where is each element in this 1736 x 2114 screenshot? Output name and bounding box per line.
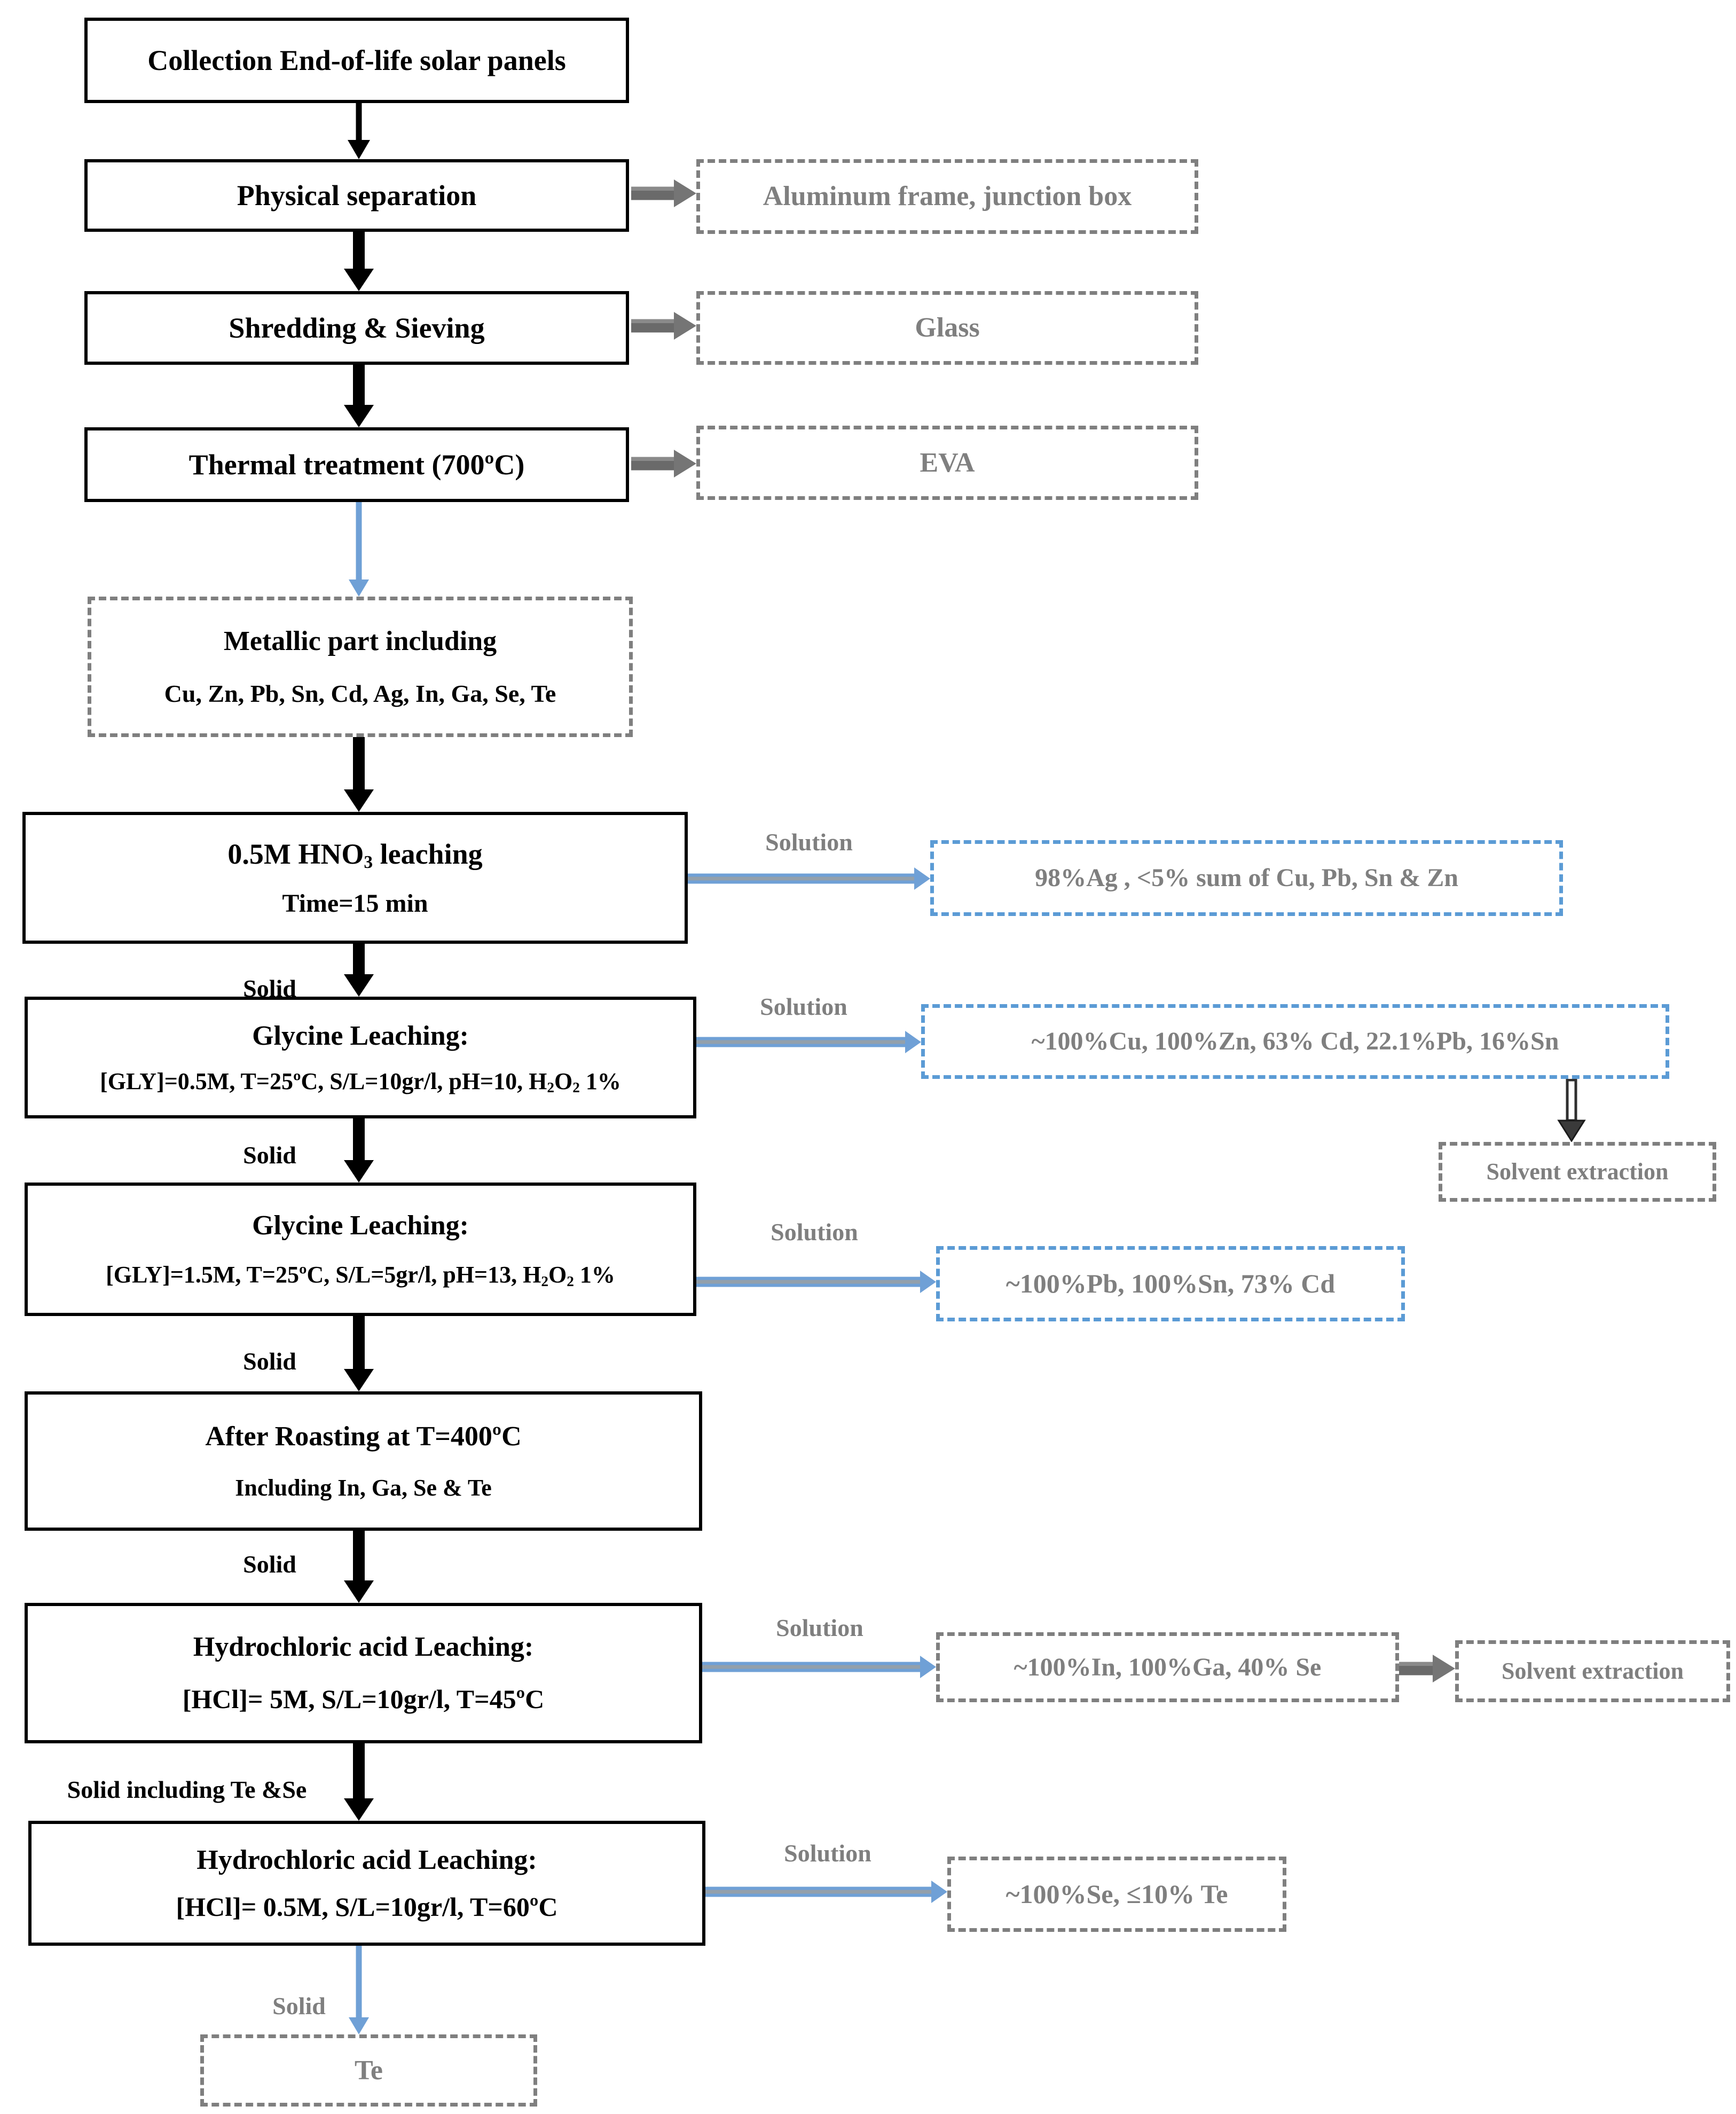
- output-box-aluminum-frame: Aluminum frame, junction box: [696, 159, 1198, 234]
- glycine1-conditions: [GLY]=0.5M, T=25ºC, S/L=10gr/l, pH=10, H…: [100, 1068, 621, 1096]
- hno3-title: 0.5M HNO3 leaching: [227, 837, 483, 873]
- arrow-copper-to-solvent-extraction: [1554, 1079, 1589, 1142]
- roasting-line1: After Roasting at T=400ºC: [205, 1421, 522, 1452]
- solvent-extraction-2-text: Solvent extraction: [1502, 1657, 1684, 1684]
- arrow-shredding-to-glass: [631, 312, 696, 340]
- arrow-glycine2-solution: [696, 1271, 936, 1293]
- arrow-thermal-to-eva: [631, 450, 696, 477]
- output-box-copper-solution: ~100%Cu, 100%Zn, 63% Cd, 22.1%Pb, 16%Sn: [921, 1004, 1669, 1079]
- output-box-indium-solution: ~100%In, 100%Ga, 40% Se: [936, 1632, 1399, 1702]
- label-solid-final: Solid: [272, 1992, 326, 2019]
- arrow-hno3-solution: [688, 867, 930, 890]
- output-box-lead-solution: ~100%Pb, 100%Sn, 73% Cd: [936, 1246, 1405, 1321]
- output-box-selenium-solution: ~100%Se, ≤10% Te: [947, 1857, 1286, 1932]
- output-box-eva: EVA: [696, 426, 1198, 500]
- box-glycine-leaching-1: Glycine Leaching: [GLY]=0.5M, T=25ºC, S/…: [25, 997, 696, 1118]
- box-hno3-leaching: 0.5M HNO3 leaching Time=15 min: [22, 812, 688, 944]
- metallic-line1: Metallic part including: [223, 626, 497, 657]
- arrow-hcl2-solution: [705, 1881, 947, 1903]
- eva-text: EVA: [920, 447, 975, 478]
- glycine2-conditions: [GLY]=1.5M, T=25ºC, S/L=5gr/l, pH=13, H2…: [106, 1262, 615, 1290]
- arrow-hno3-to-glycine1-solid: [343, 944, 375, 997]
- label-solid-1: Solid: [243, 974, 296, 1002]
- hcl1-conditions: [HCl]= 5M, S/L=10gr/l, T=45ºC: [182, 1684, 545, 1714]
- arrow-thermal-to-metallic: [343, 502, 375, 597]
- output-box-glass: Glass: [696, 291, 1198, 365]
- label-solid-3: Solid: [243, 1347, 296, 1375]
- box-shredding-sieving: Shredding & Sieving: [84, 291, 629, 365]
- box-collection-title: Collection End-of-life solar panels: [147, 44, 566, 76]
- box-shredding-title: Shredding & Sieving: [229, 311, 485, 344]
- lead-text: ~100%Pb, 100%Sn, 73% Cd: [1006, 1268, 1336, 1298]
- output-box-tellurium: Te: [200, 2034, 537, 2107]
- arrow-indium-to-solvent-extraction: [1399, 1655, 1455, 1682]
- arrow-physical-to-aluminum: [631, 179, 696, 207]
- arrow-glycine1-solution: [696, 1031, 921, 1053]
- label-solid-including-te-se: Solid including Te &Se: [67, 1775, 307, 1803]
- label-solution-1: Solution: [765, 828, 853, 856]
- label-solution-4: Solution: [776, 1614, 863, 1641]
- solvent-extraction-1-text: Solvent extraction: [1486, 1158, 1669, 1185]
- box-hcl-leaching-2: Hydrochloric acid Leaching: [HCl]= 0.5M,…: [28, 1821, 705, 1946]
- arrow-metallic-to-hno3: [343, 737, 375, 812]
- box-roasting: After Roasting at T=400ºC Including In, …: [25, 1391, 702, 1531]
- box-physical-title: Physical separation: [237, 179, 477, 212]
- box-thermal-treatment: Thermal treatment (700ºC): [84, 427, 629, 502]
- arrow-roasting-to-hcl1-solid: [343, 1531, 375, 1603]
- hcl2-conditions: [HCl]= 0.5M, S/L=10gr/l, T=60ºC: [176, 1891, 558, 1922]
- tellurium-text: Te: [355, 2055, 383, 2086]
- selenium-text: ~100%Se, ≤10% Te: [1006, 1878, 1228, 1909]
- arrow-hcl1-to-hcl2-solid: [343, 1743, 375, 1821]
- box-physical-separation: Physical separation: [84, 159, 629, 232]
- glycine2-title: Glycine Leaching:: [252, 1210, 469, 1241]
- box-collection: Collection End-of-life solar panels: [84, 18, 629, 103]
- label-solution-3: Solution: [771, 1218, 858, 1246]
- silver-text: 98%Ag , <5% sum of Cu, Pb, Sn & Zn: [1035, 864, 1458, 892]
- roasting-line2: Including In, Ga, Se & Te: [235, 1474, 492, 1501]
- box-metallic-part: Metallic part including Cu, Zn, Pb, Sn, …: [88, 597, 633, 737]
- hcl2-title: Hydrochloric acid Leaching:: [197, 1844, 537, 1875]
- label-solution-5: Solution: [784, 1839, 871, 1867]
- label-solution-2: Solution: [760, 992, 847, 1020]
- label-solid-2: Solid: [243, 1141, 296, 1169]
- glycine1-title: Glycine Leaching:: [252, 1020, 469, 1051]
- hcl1-title: Hydrochloric acid Leaching:: [193, 1632, 534, 1663]
- arrow-hcl1-solution: [702, 1656, 936, 1678]
- box-solvent-extraction-2: Solvent extraction: [1455, 1640, 1730, 1702]
- hno3-time: Time=15 min: [282, 889, 428, 918]
- arrow-shredding-to-thermal: [343, 365, 375, 427]
- copper-text: ~100%Cu, 100%Zn, 63% Cd, 22.1%Pb, 16%Sn: [1031, 1027, 1559, 1056]
- arrow-hcl2-to-tellurium-solid: [343, 1946, 375, 2034]
- metallic-line2: Cu, Zn, Pb, Sn, Cd, Ag, In, Ga, Se, Te: [164, 679, 556, 707]
- arrow-collection-to-physical: [343, 103, 375, 159]
- box-thermal-title: Thermal treatment (700ºC): [188, 448, 525, 481]
- box-solvent-extraction-1: Solvent extraction: [1439, 1142, 1716, 1202]
- glass-text: Glass: [915, 312, 980, 343]
- indium-text: ~100%In, 100%Ga, 40% Se: [1014, 1653, 1322, 1681]
- output-box-silver-solution: 98%Ag , <5% sum of Cu, Pb, Sn & Zn: [930, 840, 1563, 916]
- box-glycine-leaching-2: Glycine Leaching: [GLY]=1.5M, T=25ºC, S/…: [25, 1183, 696, 1316]
- arrow-physical-to-shredding: [343, 232, 375, 291]
- arrow-glycine1-to-glycine2-solid: [343, 1118, 375, 1183]
- box-hcl-leaching-1: Hydrochloric acid Leaching: [HCl]= 5M, S…: [25, 1603, 702, 1743]
- aluminum-text: Aluminum frame, junction box: [763, 181, 1132, 212]
- label-solid-4: Solid: [243, 1550, 296, 1578]
- arrow-glycine2-to-roasting-solid: [343, 1316, 375, 1391]
